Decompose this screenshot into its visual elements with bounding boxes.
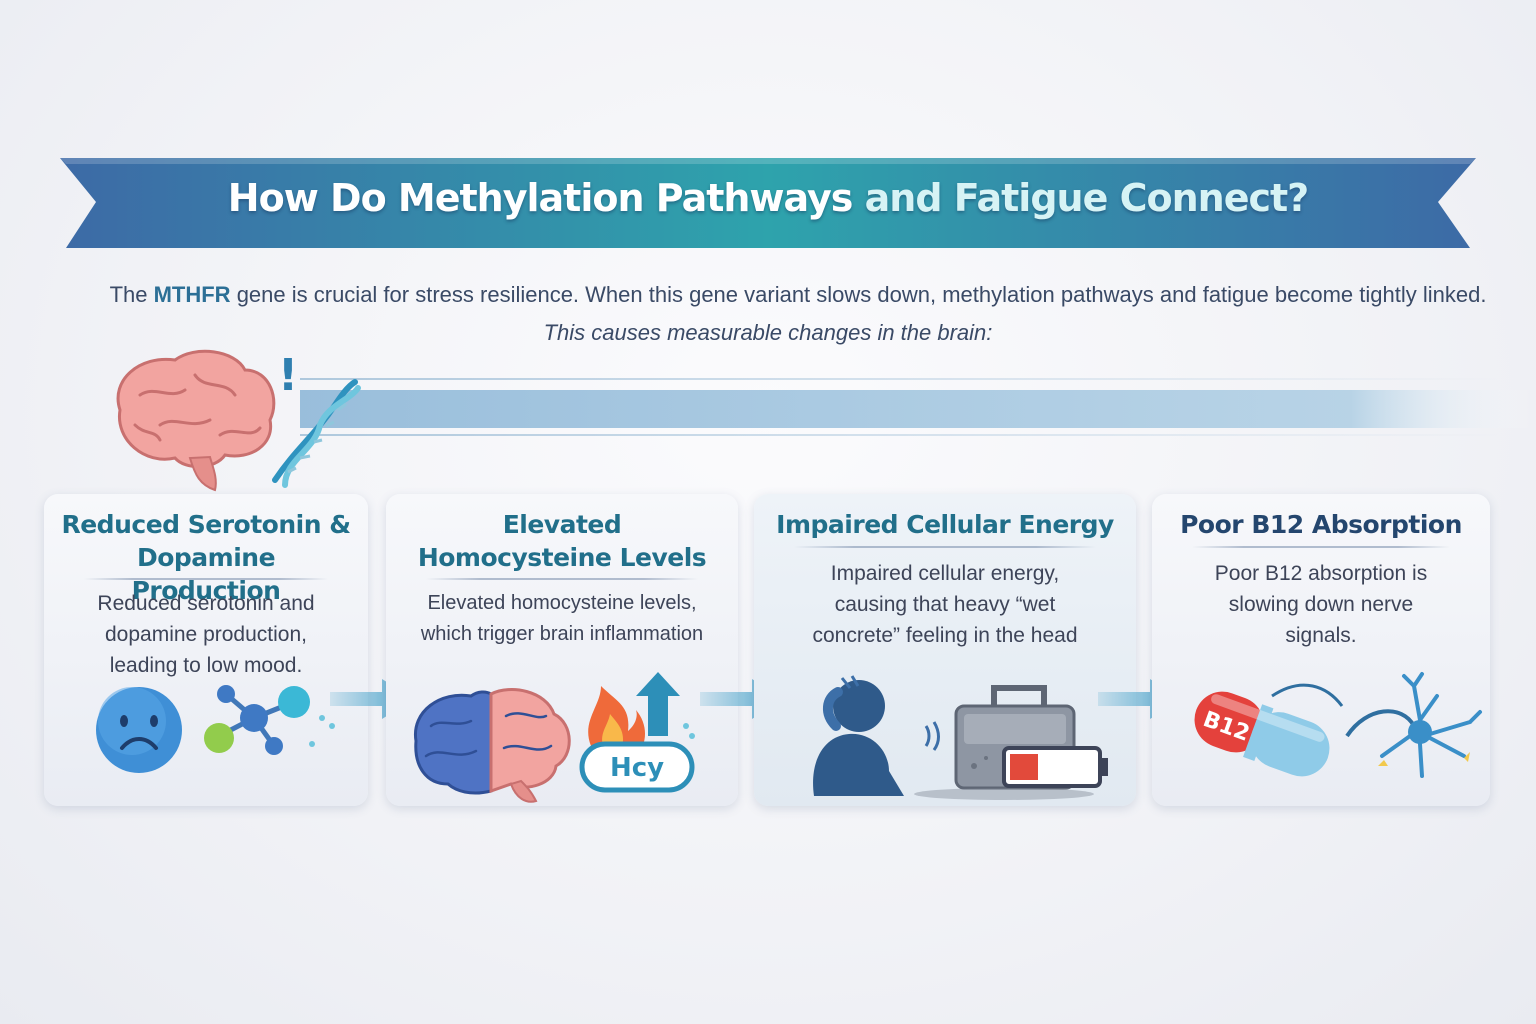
card-title: Poor B12 Absorption <box>1180 510 1462 539</box>
card-b12: Poor B12 Absorption Poor B12 absorption … <box>1152 494 1490 806</box>
card-homocysteine: Elevated Homocysteine Levels Elevated ho… <box>386 494 738 806</box>
card-text: Impaired cellular energy, causing that h… <box>812 562 1078 647</box>
brain-icon <box>116 349 276 492</box>
card-text: Reduced serotonin and dopamine productio… <box>97 592 315 677</box>
inflamed-brain-icon <box>414 688 571 803</box>
neuron-icon <box>1271 672 1482 778</box>
card-title: Reduced Serotonin & Dopamine Production <box>61 510 351 605</box>
card-cellular-energy: Impaired Cellular Energy Impaired cellul… <box>754 494 1136 806</box>
dna-icon <box>272 379 361 488</box>
card-serotonin: Reduced Serotonin & Dopamine Production … <box>44 494 368 806</box>
card-illustration <box>813 675 1108 800</box>
card-title: Elevated Homocysteine Levels <box>417 510 707 572</box>
molecule-icon <box>204 685 335 755</box>
up-arrow-icon <box>636 672 680 736</box>
card-illustration: B12 <box>1194 672 1482 778</box>
timeline-bar <box>300 378 1536 436</box>
intro-subtext: This causes measurable changes in the br… <box>543 320 993 345</box>
card-text: Poor B12 absorption is slowing down nerv… <box>1214 562 1428 647</box>
tired-person-icon <box>813 675 940 796</box>
intro-text: The MTHFR gene is crucial for stress res… <box>109 282 1487 307</box>
hcy-badge: Hcy <box>579 723 695 793</box>
page-title: How Do Methylation Pathways and Fatigue … <box>227 176 1309 220</box>
card-text: Elevated homocysteine levels, which trig… <box>420 592 704 645</box>
flame-icon <box>588 686 645 756</box>
title-banner <box>60 158 1476 248</box>
alert-icon: ! <box>278 350 298 401</box>
low-battery-icon <box>1002 746 1108 788</box>
card-illustration: Hcy <box>414 672 695 803</box>
b12-capsule-icon: B12 <box>1194 691 1330 777</box>
svg-text:!: ! <box>278 350 298 401</box>
hero-illustration: ! <box>116 349 361 492</box>
card-illustration <box>96 685 335 773</box>
card-title: Impaired Cellular Energy <box>776 510 1114 539</box>
sad-face-icon <box>96 687 182 773</box>
gene-name: MTHFR <box>153 282 231 307</box>
svg-text:Hcy: Hcy <box>610 753 664 783</box>
